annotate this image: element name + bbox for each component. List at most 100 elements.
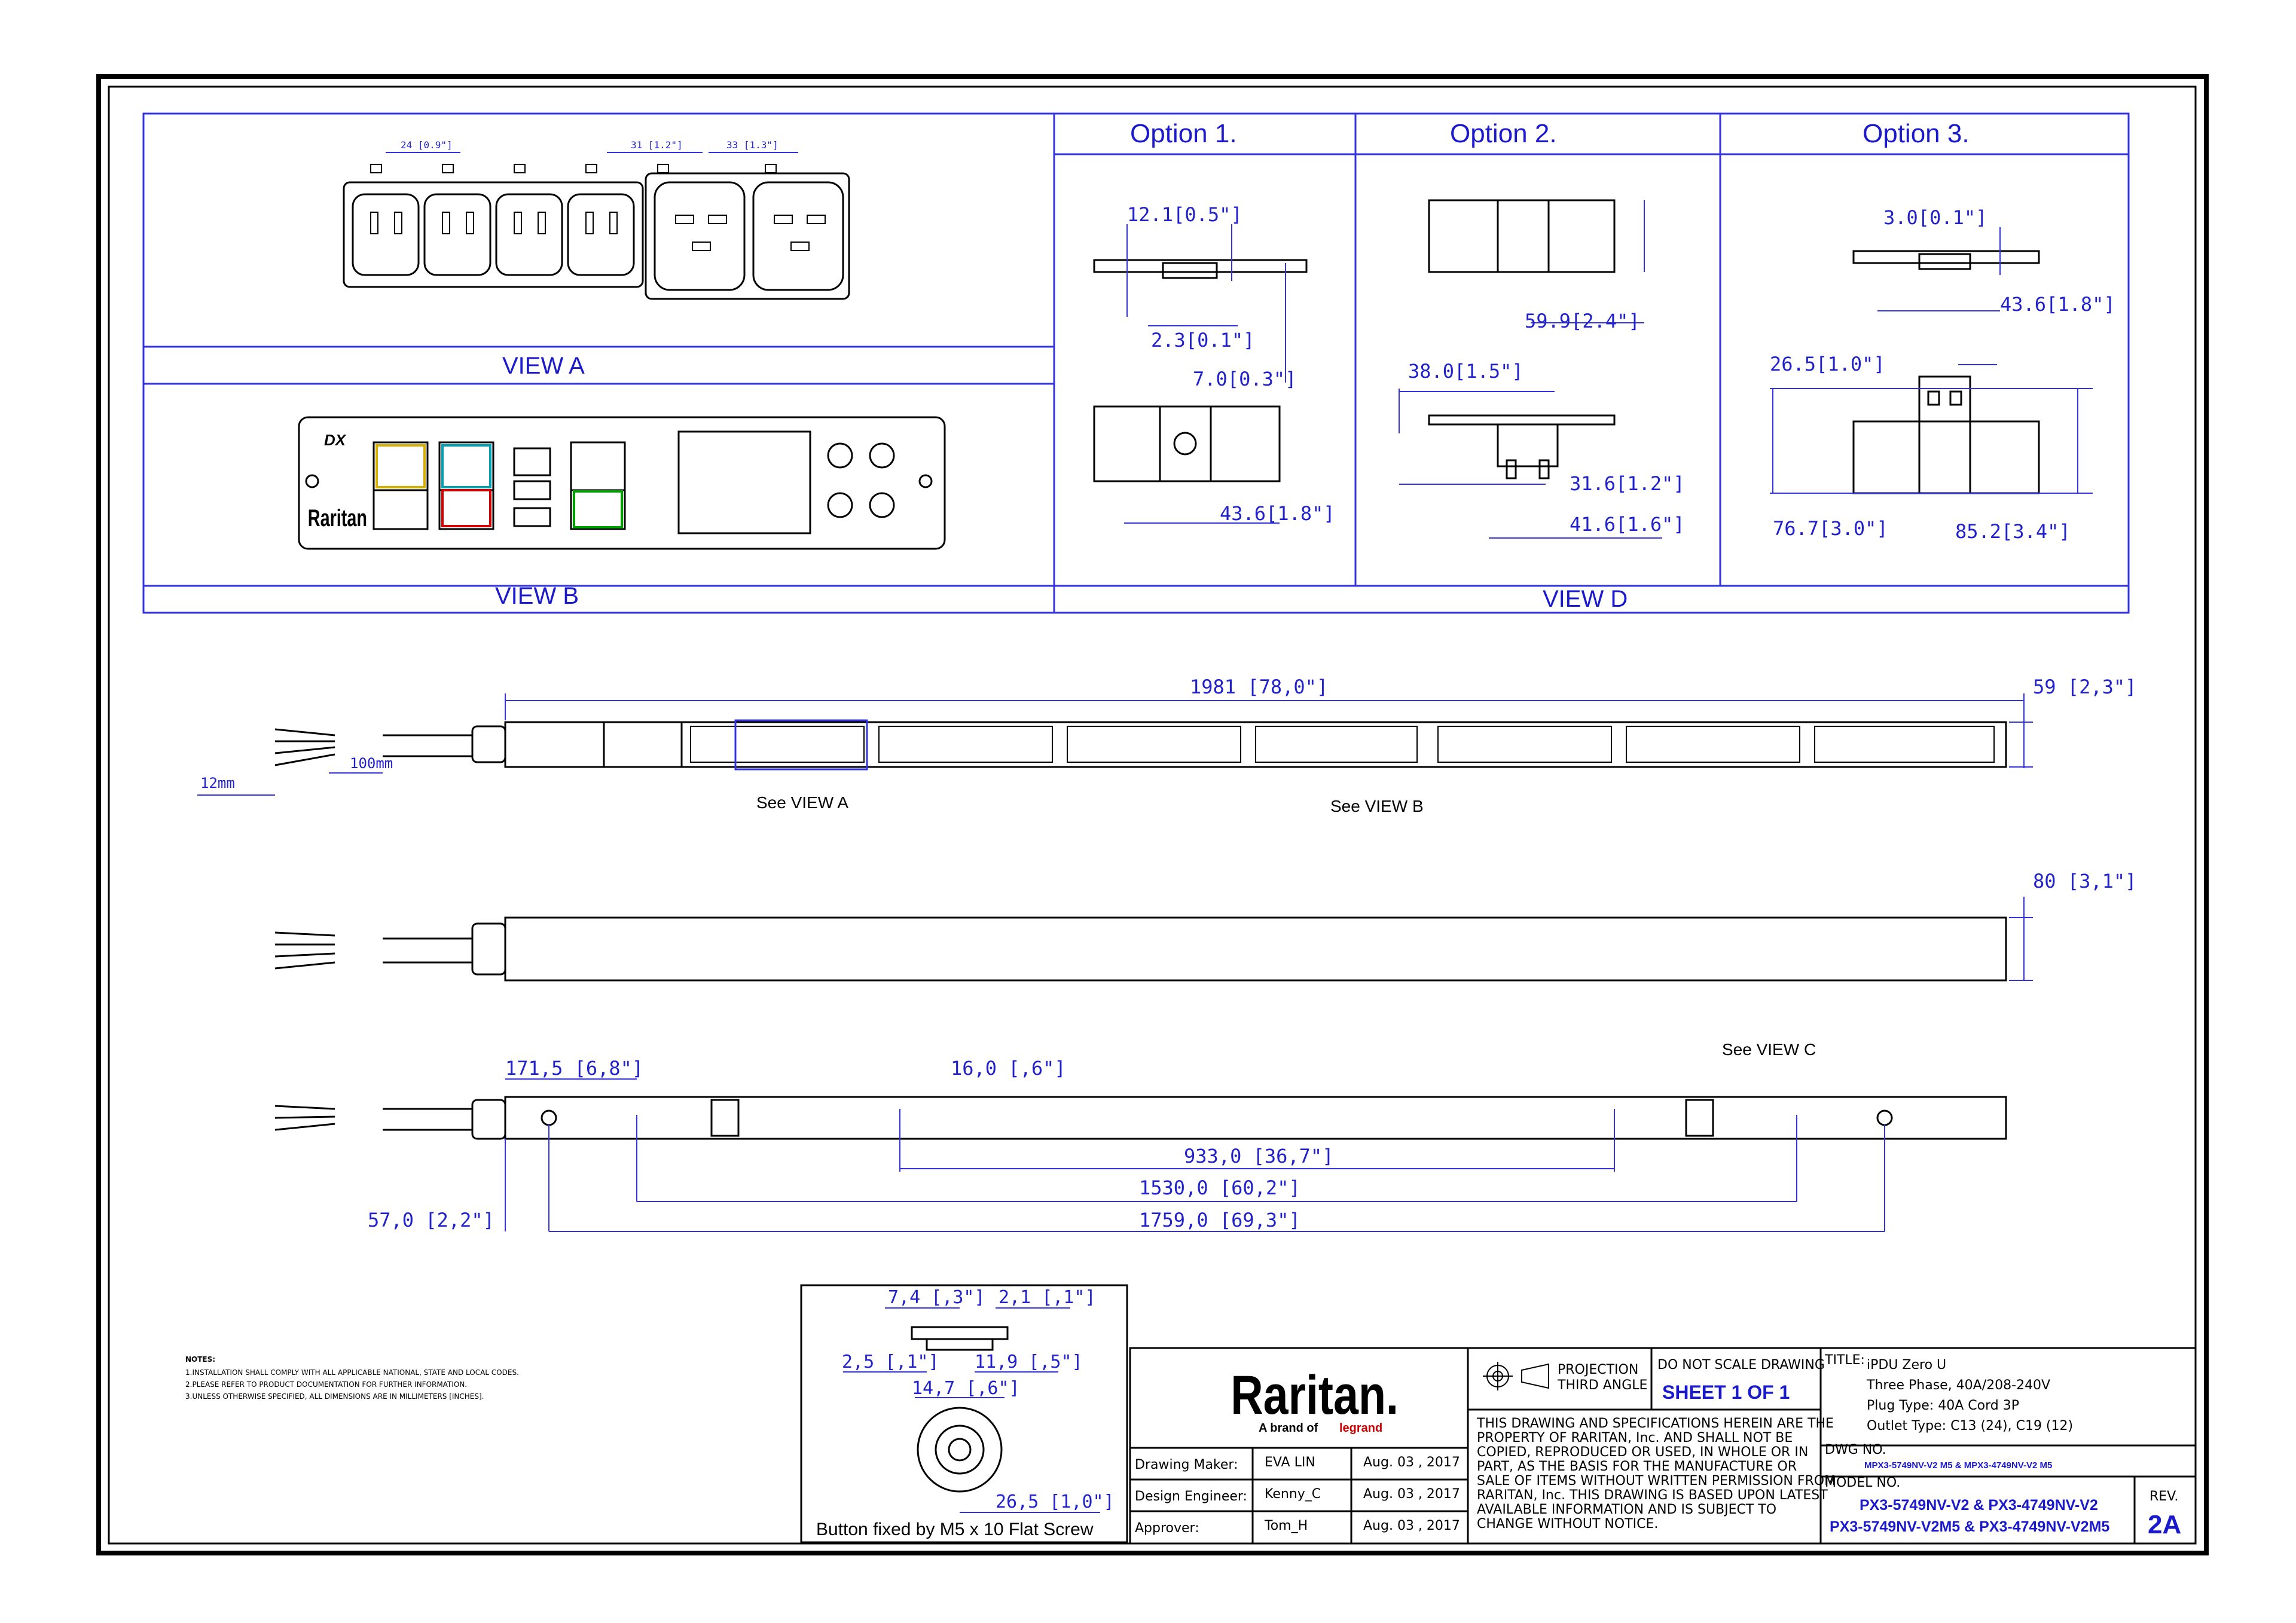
option1-dims: [1124, 224, 1286, 524]
side-depth-dim: 80 [3,1"]: [2033, 870, 2136, 893]
tb-name: Kenny_C: [1265, 1487, 1321, 1502]
views-grid: [142, 112, 2130, 614]
pdu-side-view: [274, 916, 2007, 982]
option2-dim-d: 41.6[1.6"]: [1570, 513, 1685, 536]
tb-disclaimer-line: PROPERTY OF RARITAN, Inc. AND SHALL NOT …: [1477, 1431, 1793, 1445]
option3-dim-a: 3.0[0.1"]: [1883, 206, 1987, 229]
tb-disclaimer-line: SALE OF ITEMS WITHOUT WRITTEN PERMISSION…: [1477, 1474, 1836, 1488]
tb-disclaimer-line: THIS DRAWING AND SPECIFICATIONS HEREIN A…: [1476, 1416, 1834, 1431]
button-dim-d: 11,9 [,5"]: [975, 1352, 1083, 1373]
option2-dim-c: 31.6[1.2"]: [1570, 472, 1685, 495]
tb-model-1: PX3-5749NV-V2 & PX3-4749NV-V2: [1860, 1497, 2098, 1514]
tb-dwg-label: DWG NO.: [1825, 1442, 1886, 1457]
tb-model-2: PX3-5749NV-V2M5 & PX3-4749NV-V2M5: [1830, 1518, 2109, 1535]
view-b-port-outlines: [375, 444, 623, 528]
see-view-c-label: See VIEW C: [1722, 1040, 1816, 1059]
back-dim-1: 171,5 [6,8"]: [505, 1057, 643, 1080]
tb-name: Tom_H: [1264, 1518, 1308, 1533]
notes-block: NOTES: 1.INSTALLATION SHALL COMPLY WITH …: [185, 1355, 519, 1401]
sheet-frame: [96, 74, 2209, 1555]
tb-date: Aug. 03 , 2017: [1363, 1455, 1460, 1470]
back-dim-4: 1530,0 [60,2"]: [1139, 1176, 1300, 1199]
back-dim-3: 933,0 [36,7"]: [1184, 1145, 1333, 1167]
tb-title-line: Three Phase, 40A/208-240V: [1866, 1378, 2050, 1393]
option2-dim-a: 59.9[2.4"]: [1525, 310, 1640, 332]
option2-label: Option 2.: [1450, 119, 1557, 148]
tb-name: EVA LIN: [1265, 1455, 1315, 1470]
tb-disclaimer: THIS DRAWING AND SPECIFICATIONS HEREIN A…: [1476, 1416, 1836, 1532]
button-dim-f: 26,5 [1,0"]: [996, 1491, 1115, 1512]
see-view-a-marker: [734, 719, 868, 771]
back-dim-6: 1759,0 [69,3"]: [1139, 1209, 1300, 1231]
tb-disclaimer-line: AVAILABLE INFORMATION AND IS SUBJECT TO: [1477, 1502, 1776, 1517]
note-line-2: 2.PLEASE REFER TO PRODUCT DOCUMENTATION …: [185, 1380, 467, 1389]
option3-dim-c: 26.5[1.0"]: [1770, 353, 1885, 375]
pdu-front-outlet-banks: [690, 726, 1995, 763]
tb-disclaimer-line: CHANGE WITHOUT NOTICE.: [1477, 1517, 1658, 1532]
option1-dim-a: 12.1[0.5"]: [1127, 203, 1242, 226]
option3-dim-b: 43.6[1.8"]: [2000, 293, 2115, 316]
option3-label: Option 3.: [1863, 119, 1970, 148]
option1-dim-d: 43.6[1.8"]: [1220, 502, 1335, 525]
back-view-dims: [505, 1078, 1885, 1232]
button-detail-dims: [843, 1307, 1100, 1513]
cord-12mm-dim: 12mm: [200, 775, 235, 791]
projection-icon: [1483, 1362, 1549, 1390]
option2-dims: [1399, 200, 1662, 539]
tb-projection-1: PROJECTION: [1558, 1362, 1638, 1377]
tb-disclaimer-line: PART, AS THE BASIS FOR THE MANUFACTURE O…: [1477, 1459, 1797, 1474]
view-a-outlets: [343, 164, 850, 300]
view-a-label: VIEW A: [502, 353, 585, 379]
view-b-label: VIEW B: [495, 583, 579, 609]
front-width-dim: 59 [2,3"]: [2033, 676, 2136, 698]
view-b-raritan-logo: Raritan: [308, 505, 367, 531]
tb-role: Approver:: [1135, 1521, 1199, 1536]
view-a-dim-1: 24 [0.9"]: [401, 139, 453, 151]
tb-sub-brand: A brand of: [1259, 1422, 1318, 1435]
tb-dwg-no: MPX3-5749NV-V2 M5 & MPX3-4749NV-V2 M5: [1864, 1460, 2052, 1471]
note-line-1: 1.INSTALLATION SHALL COMPLY WITH ALL APP…: [185, 1368, 519, 1377]
view-d-label: VIEW D: [1543, 586, 1628, 612]
option2-drawing: [1428, 199, 1616, 479]
pdu-front-view: [274, 721, 2007, 768]
button-caption: Button fixed by M5 x 10 Flat Screw: [816, 1520, 1094, 1539]
option1-drawing: [1093, 259, 1308, 482]
tb-role: Drawing Maker:: [1135, 1457, 1238, 1472]
option3-dims: [1770, 227, 2093, 494]
button-dim-b: 2,1 [,1"]: [999, 1287, 1096, 1308]
tb-date: Aug. 03 , 2017: [1363, 1518, 1460, 1533]
side-view-dims: [2009, 897, 2033, 981]
view-b-dx-logo: DX: [324, 431, 347, 449]
tb-title-label: TITLE:: [1824, 1353, 1865, 1368]
tb-sheet: SHEET 1 OF 1: [1662, 1381, 1790, 1403]
option1-dim-b: 2.3[0.1"]: [1151, 329, 1254, 352]
cord-100mm-dim: 100mm: [350, 755, 393, 772]
view-a-dim-2: 31 [1.2"]: [631, 139, 683, 151]
see-view-a-label: See VIEW A: [756, 793, 848, 812]
notes-heading: NOTES:: [185, 1355, 215, 1364]
tb-title-line: Plug Type: 40A Cord 3P: [1867, 1398, 2019, 1413]
front-view-dims: [197, 693, 2033, 796]
option2-dim-b: 38.0[1.5"]: [1408, 360, 1523, 383]
tb-rev: 2A: [2148, 1510, 2181, 1539]
button-detail-frame: [800, 1284, 1128, 1543]
option1-label: Option 1.: [1130, 119, 1237, 148]
tb-disclaimer-line: RARITAN, Inc. THIS DRAWING IS BASED UPON…: [1477, 1488, 1828, 1503]
see-view-b-label: See VIEW B: [1330, 797, 1424, 815]
note-line-3: 3.UNLESS OTHERWISE SPECIFIED, ALL DIMENS…: [185, 1392, 484, 1401]
tb-projection-2: THIRD ANGLE: [1557, 1378, 1647, 1393]
button-dim-a: 7,4 [,3"]: [888, 1287, 985, 1308]
tb-title-line: iPDU Zero U: [1867, 1358, 1946, 1373]
front-length-dim: 1981 [78,0"]: [1190, 676, 1328, 698]
tb-rev-label: REV.: [2150, 1489, 2178, 1504]
view-a-dim-3: 33 [1.3"]: [726, 139, 778, 151]
tb-do-not-scale: DO NOT SCALE DRAWING: [1657, 1358, 1825, 1373]
back-dim-2: 16,0 [,6"]: [951, 1057, 1066, 1080]
tb-signoff: Drawing Maker: EVA LIN Aug. 03 , 2017 De…: [1135, 1455, 1460, 1536]
back-dim-5: 57,0 [2,2"]: [368, 1209, 494, 1231]
button-dim-e: 14,7 [,6"]: [912, 1378, 1020, 1399]
button-detail-drawing: [911, 1326, 1009, 1493]
pdu-back-view: [274, 1096, 2007, 1140]
tb-brand: Raritan.: [1231, 1364, 1399, 1426]
